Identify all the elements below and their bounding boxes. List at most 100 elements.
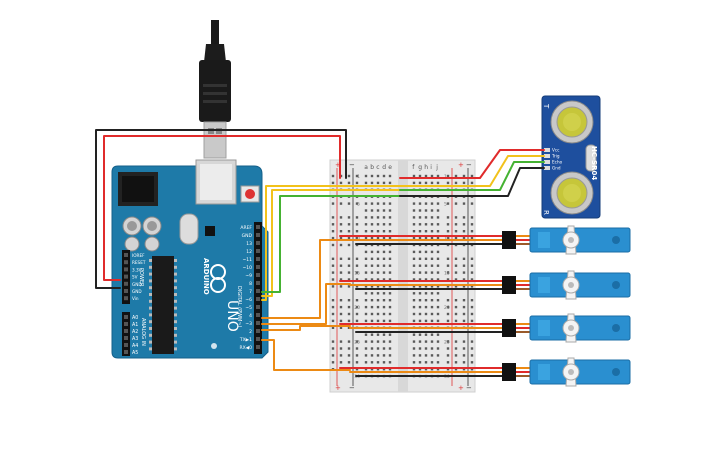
arduino-model-label: UNO: [224, 300, 240, 332]
rail-label-minus-left: −: [349, 161, 355, 169]
analog-pin-label: A4: [132, 343, 138, 349]
rail-label-minus-left-bottom: −: [349, 384, 355, 392]
rail-label-minus-right-bottom: −: [466, 384, 472, 392]
wire-sensor-vcc-red: [399, 149, 545, 179]
row-number: 25: [354, 340, 360, 346]
wire-servo1-signal: [261, 239, 351, 319]
wire-trig-yellow: [261, 189, 401, 297]
servo-connector: [502, 276, 516, 294]
usb-cable: [199, 20, 231, 159]
digital-header: [254, 222, 262, 354]
row-number: 5: [357, 202, 360, 208]
digital-header-label: DIGITAL (PWM~): [236, 286, 242, 328]
row-number: 30: [444, 374, 450, 380]
power-pin-label: Vin: [132, 296, 139, 301]
wire-5v-red: [103, 135, 341, 281]
digital-pin-label: 7: [249, 289, 252, 295]
crystal: [179, 213, 199, 245]
digital-pin-label: GND: [242, 233, 253, 239]
sensor-t-label: T: [542, 103, 550, 109]
column-letter: a: [364, 164, 368, 171]
power-pin-label: GND: [132, 282, 142, 287]
arduino-logo: [210, 264, 226, 293]
analog-header: [122, 312, 130, 356]
analog-pin-label: A5: [132, 350, 138, 356]
servo-motor: [502, 225, 631, 255]
power-pin-label: GND: [132, 289, 142, 294]
servo-connector: [502, 363, 516, 381]
rail-label-plus-right-bottom: +: [458, 384, 464, 392]
digital-pin-label: ~6: [245, 297, 252, 303]
servo-motor: [502, 313, 631, 343]
wire-green: [261, 195, 401, 293]
digital-pin-label: RX◀0: [239, 345, 252, 351]
column-letter: c: [376, 164, 379, 171]
column-letter: j: [435, 164, 438, 171]
microcontroller-chip: [152, 256, 174, 354]
power-pin-label: 3.3V: [132, 267, 142, 272]
rail-label-plus-left-bottom: +: [335, 384, 341, 392]
analog-pin-label: A1: [132, 322, 138, 328]
servo-group: [502, 225, 631, 387]
servo-body: [529, 272, 631, 298]
digital-pin-label: AREF: [240, 225, 252, 231]
arduino-brand-label: ARDUINO: [202, 258, 210, 295]
column-letter: e: [388, 164, 392, 171]
analog-pin-label: A0: [132, 315, 138, 321]
servo-motor: [502, 357, 631, 387]
analog-pin-label: A3: [132, 336, 138, 342]
wire-echo-yellow: [261, 185, 401, 301]
row-number: 20: [354, 305, 360, 311]
digital-pin-label: 13: [246, 241, 252, 247]
digital-pin-label: ~9: [245, 273, 252, 279]
wire-sensor-trig-yellow: [399, 155, 545, 187]
rail-label-plus-right: +: [458, 161, 464, 169]
transducer-r: [550, 171, 594, 215]
servo-body: [529, 359, 631, 385]
digital-pin-label: 4: [249, 313, 252, 319]
row-number: 5: [444, 202, 447, 208]
digital-pin-label: ~5: [245, 305, 252, 311]
row-number: 30: [354, 374, 360, 380]
row-number: 20: [444, 305, 450, 311]
rail-label-minus-right: −: [466, 161, 472, 169]
power-pin-label: 5V: [132, 275, 138, 280]
power-header-label: POWER: [138, 268, 144, 287]
column-letter: g: [418, 164, 422, 171]
sensor-pin-label: Trig: [551, 154, 560, 159]
transducer-t: [550, 100, 594, 144]
row-number: 15: [444, 271, 450, 277]
servo-connector: [502, 319, 516, 337]
wire-sensor-gnd-black: [399, 167, 545, 197]
digital-pin-label: ~3: [245, 321, 252, 327]
servo-motor: [502, 270, 631, 300]
wires: [95, 129, 545, 377]
wire-sensor-echo-green: [399, 161, 545, 191]
digital-pin-label: 12: [246, 249, 252, 255]
digital-pin-label: ~11: [243, 257, 253, 263]
servo-body: [529, 315, 631, 341]
row-number: 1: [357, 174, 360, 180]
rail-label-plus-left: +: [335, 161, 341, 169]
column-letter: f: [412, 164, 415, 171]
power-pin-label: RESET: [132, 260, 146, 265]
analog-pin-label: A2: [132, 329, 138, 335]
column-letter: d: [382, 164, 386, 171]
sensor-crystal: [585, 144, 597, 172]
servo-connector: [502, 231, 516, 249]
wire-servo4-signal: [261, 339, 351, 371]
wire-servo3-signal: [261, 325, 351, 331]
analog-header-label: ANALOG IN: [140, 318, 146, 346]
digital-pin-label: TX▶1: [239, 337, 252, 343]
row-number: 25: [444, 340, 450, 346]
column-letter: i: [430, 164, 432, 171]
sensor-model-label: HC-SR04: [590, 146, 598, 180]
servo-body: [529, 227, 631, 253]
digital-pin-label: 2: [249, 329, 252, 335]
sensor-pin-label: Gnd: [552, 166, 561, 171]
column-letter: h: [424, 164, 428, 171]
